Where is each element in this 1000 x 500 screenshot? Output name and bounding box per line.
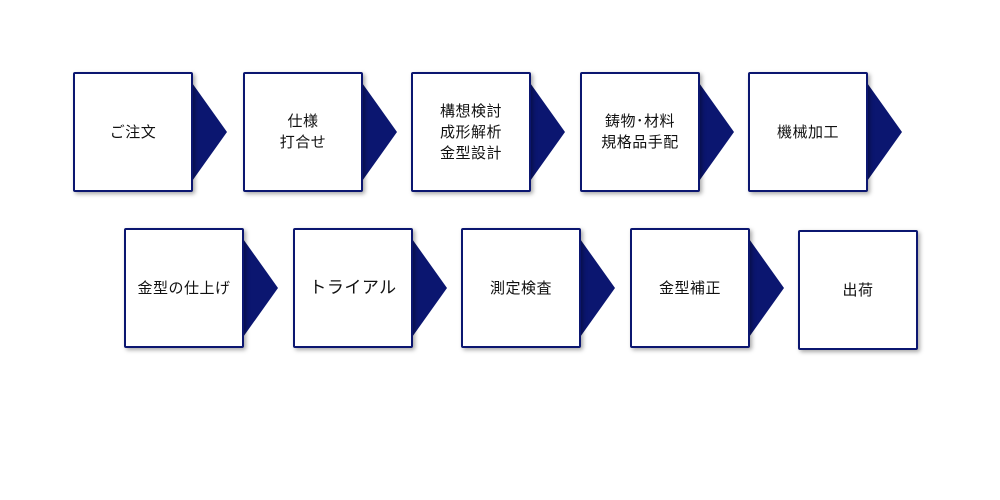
step-box: 金型の仕上げ <box>124 228 244 348</box>
step-label: 金型補正 <box>658 278 721 297</box>
step-box: 金型補正 <box>630 228 750 348</box>
step-shipment: 出荷 <box>798 230 953 350</box>
step-label: トライアル <box>309 277 397 298</box>
step-label: 金型の仕上げ <box>137 278 231 297</box>
step-label: 測定検査 <box>489 278 552 297</box>
step-material-procurement: 鋳物･材料 規格品手配 <box>580 72 735 192</box>
step-label: ご注文 <box>109 122 157 141</box>
step-label: 機械加工 <box>776 122 839 141</box>
step-box: トライアル <box>293 228 413 348</box>
step-box: ご注文 <box>73 72 193 192</box>
step-box: 構想検討 成形解析 金型設計 <box>411 72 531 192</box>
step-label: 出荷 <box>842 280 874 299</box>
step-spec-meeting: 仕様 打合せ <box>243 72 398 192</box>
step-trial: トライアル <box>293 228 448 348</box>
step-box: 出荷 <box>798 230 918 350</box>
step-label: 仕様 打合せ <box>279 112 327 151</box>
step-inspection: 測定検査 <box>461 228 616 348</box>
step-mold-correction: 金型補正 <box>630 228 785 348</box>
step-box: 測定検査 <box>461 228 581 348</box>
step-label: 構想検討 成形解析 金型設計 <box>439 101 502 162</box>
step-label: 鋳物･材料 規格品手配 <box>601 112 679 151</box>
step-box: 仕様 打合せ <box>243 72 363 192</box>
step-box: 機械加工 <box>748 72 868 192</box>
step-machining: 機械加工 <box>748 72 903 192</box>
step-design-review: 構想検討 成形解析 金型設計 <box>411 72 566 192</box>
step-order: ご注文 <box>73 72 228 192</box>
step-box: 鋳物･材料 規格品手配 <box>580 72 700 192</box>
step-mold-finishing: 金型の仕上げ <box>124 228 279 348</box>
